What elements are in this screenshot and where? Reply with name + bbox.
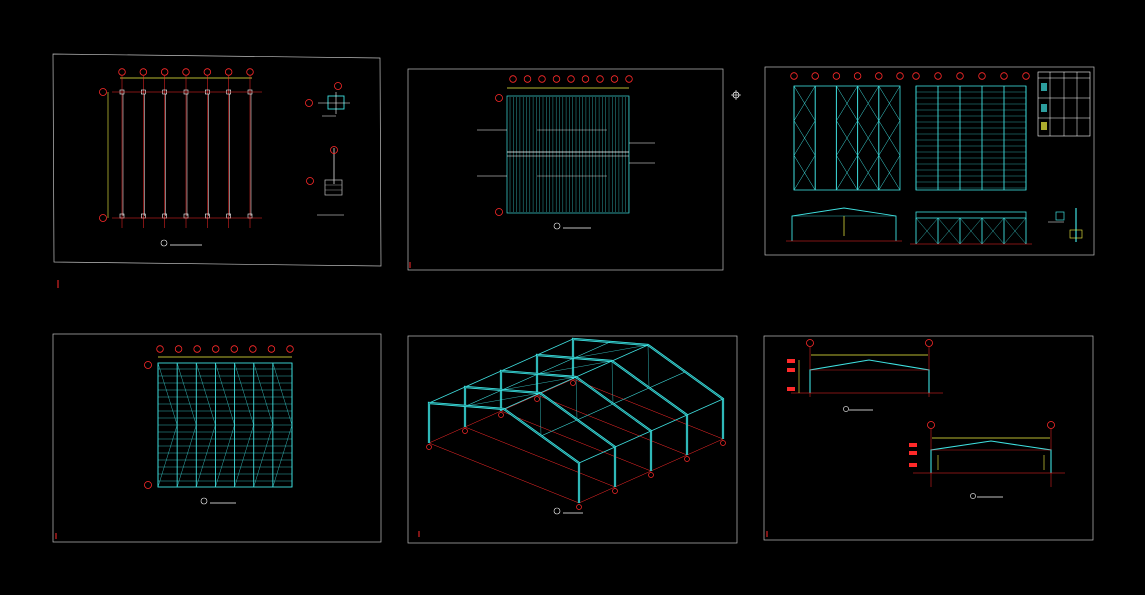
grid-bubble <box>1022 72 1030 80</box>
sheet-frame-elevations[interactable] <box>763 335 1095 543</box>
grid-bubble <box>160 68 169 76</box>
grid-bubble-a <box>99 88 107 96</box>
grid-bubbles-top <box>509 75 633 83</box>
roof-sheeting-lines <box>509 97 629 212</box>
grid-bubble <box>174 345 183 353</box>
drawing-title <box>160 239 202 247</box>
roof-outline <box>506 95 630 214</box>
sheet-bracing-plans[interactable] <box>764 66 1096 258</box>
grid-bubble <box>956 72 964 80</box>
grid-bubble <box>509 75 517 83</box>
crosshair-icon[interactable] <box>731 90 741 100</box>
grid-bubble <box>625 75 633 83</box>
grid-bubbles-top <box>118 68 254 76</box>
grid-bubble <box>230 345 238 353</box>
roof-plan-drawing <box>407 68 724 271</box>
sheet-border <box>407 68 724 271</box>
grid-bubble <box>523 75 532 83</box>
sheet-border <box>52 333 382 543</box>
grid-bubble <box>934 72 942 80</box>
grid-bubble <box>853 72 862 80</box>
drawing-title <box>200 497 236 505</box>
grid-bubble <box>832 72 841 80</box>
grid-bubble <box>246 68 254 76</box>
side-elevation-right <box>910 211 1032 245</box>
portal-frames <box>426 337 726 510</box>
grid-bubble <box>203 68 212 76</box>
grid-bubble <box>267 345 276 353</box>
frame-elevation-lower <box>909 421 1065 499</box>
sheet-isometric-view[interactable] <box>407 335 739 545</box>
grid-bubble <box>581 75 590 83</box>
sheet-border <box>407 335 738 544</box>
grid-bubble <box>538 75 546 83</box>
grid-bubble <box>610 75 619 83</box>
column-grid <box>112 76 262 228</box>
grid-bubble <box>182 68 190 76</box>
purlin-layout-plan <box>915 85 1027 191</box>
side-elevation-left <box>786 207 902 242</box>
grid-bubble <box>224 68 233 76</box>
grid-bubbles-top <box>156 345 294 353</box>
foundation-plan-drawing <box>52 53 382 267</box>
grid-bubble <box>596 75 604 83</box>
grid-bubble <box>811 72 819 80</box>
grid-bubble-b <box>99 214 107 222</box>
grid-bubble <box>1000 72 1008 80</box>
grid-bubble <box>156 345 164 353</box>
grid-bubble <box>875 72 883 80</box>
sheet-roof-plan[interactable] <box>407 68 725 272</box>
grid-bubble <box>896 72 904 80</box>
ground-grid <box>428 378 724 504</box>
grid-bubble <box>249 345 257 353</box>
connection-detail <box>1048 208 1083 242</box>
grid-bubble <box>193 345 201 353</box>
sheet-roof-purlin-plan[interactable] <box>52 333 384 545</box>
base-plate-detail <box>305 82 350 117</box>
frame-elevations-drawing <box>763 335 1094 541</box>
roof-purlin-drawing <box>52 333 382 543</box>
sheet-marker <box>56 280 60 290</box>
footing-section-detail <box>306 146 344 216</box>
frame-elevation-upper <box>787 339 943 412</box>
sheet-border <box>764 66 1095 256</box>
bracing-plans-drawing <box>764 66 1095 256</box>
isometric-frame-drawing <box>407 335 738 544</box>
sheet-border <box>52 53 382 267</box>
grid-bubble <box>118 68 126 76</box>
grid-bubble <box>212 345 220 353</box>
sheet-border <box>763 335 1094 541</box>
sheet-foundation-plan[interactable] <box>52 52 384 270</box>
drawing-title <box>553 507 583 515</box>
drawing-title <box>553 222 591 230</box>
grid-bubble <box>912 72 920 80</box>
grid-bubble <box>790 72 798 80</box>
grid-bubble <box>286 345 294 353</box>
grid-bubbles-top <box>790 72 1030 80</box>
grid-bubble <box>552 75 561 83</box>
grid-bubble <box>139 68 148 76</box>
grid-bubble <box>567 75 575 83</box>
grid-bubble <box>978 72 986 80</box>
member-schedule-table <box>1037 71 1091 137</box>
